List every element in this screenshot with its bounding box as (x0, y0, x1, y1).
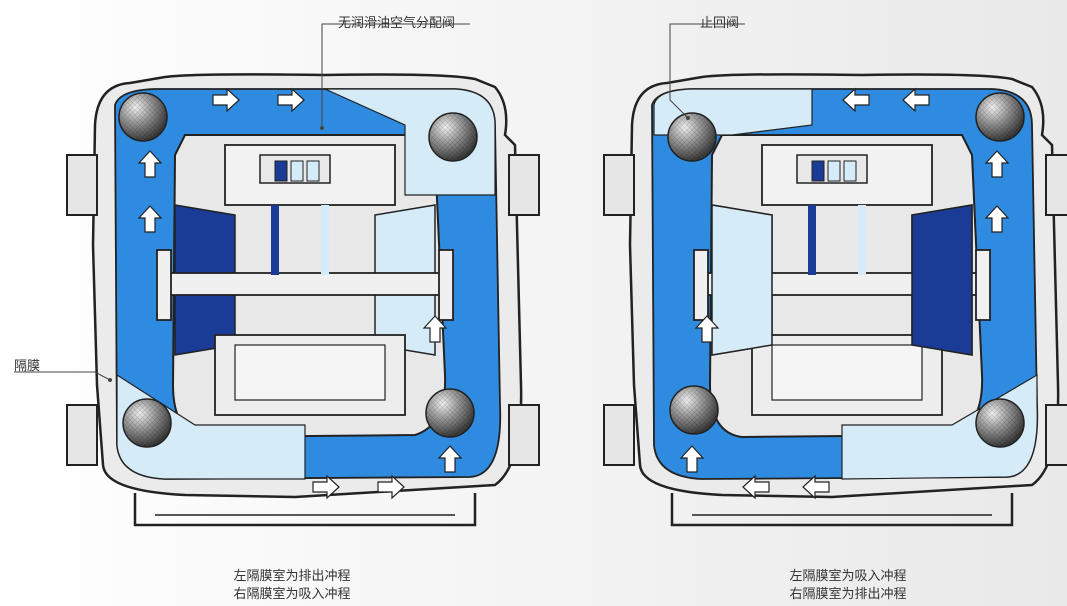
diaphragm-leader (14, 371, 112, 382)
left-pump (67, 74, 539, 525)
diaphragm-label: 隔膜 (14, 359, 41, 374)
right-caption-line2: 右隔膜室为排出冲程 (789, 587, 907, 602)
right-caption: 左隔膜室为吸入冲程 右隔膜室为排出冲程 (738, 568, 958, 604)
right-pump (604, 74, 1067, 525)
left-caption-line1: 左隔膜室为排出冲程 (233, 569, 351, 584)
check-valve-leader (669, 23, 745, 120)
air-valve-label: 无润滑油空气分配阀 (338, 16, 456, 31)
right-caption-line1: 左隔膜室为吸入冲程 (789, 569, 907, 584)
air-valve-leader (320, 23, 470, 130)
left-caption: 左隔膜室为排出冲程 右隔膜室为吸入冲程 (182, 568, 402, 604)
left-caption-line2: 右隔膜室为吸入冲程 (233, 587, 351, 602)
check-valve-label: 止回阀 (700, 16, 740, 31)
